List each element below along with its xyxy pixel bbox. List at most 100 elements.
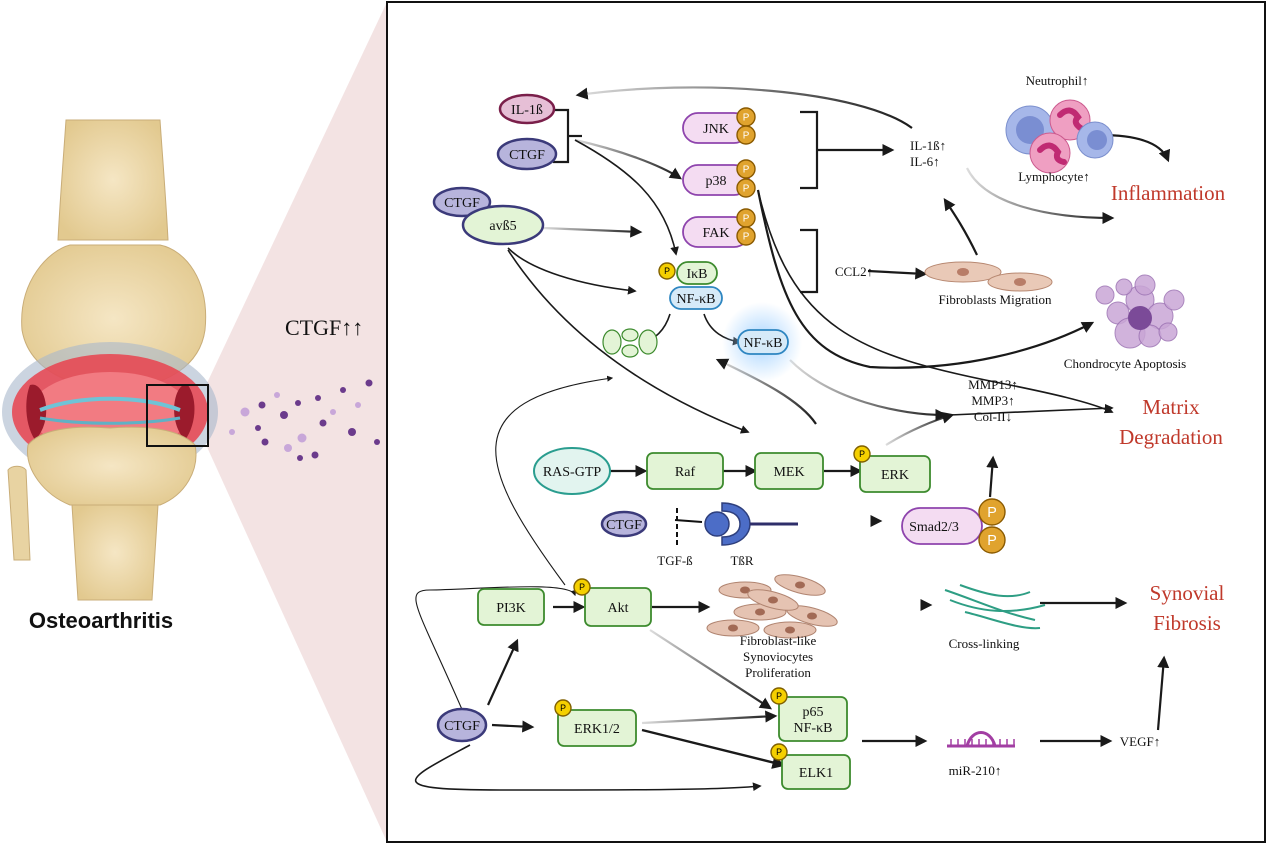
- ctgf-bottom-node-label: CTGF: [444, 719, 480, 734]
- phosphorylation-badge: P: [554, 699, 572, 717]
- mek-node-label: MEK: [773, 465, 804, 480]
- ctgf-loop-arrow: [415, 586, 577, 729]
- mmp3-label: MMP3↑: [971, 393, 1014, 408]
- ctgf-particles: [229, 379, 380, 461]
- ctgf-particle: [284, 444, 292, 452]
- pathway-arrow: [574, 139, 679, 256]
- outcome-synovial-fibrosis: Fibrosis: [1153, 611, 1221, 635]
- outcome-inflammation: Inflammation: [1111, 181, 1226, 205]
- ctgf-particle: [229, 429, 235, 435]
- degraded-ikb-fragment: [621, 328, 639, 342]
- bracket: [800, 228, 819, 294]
- ctgf-particle: [319, 419, 327, 427]
- phospho-label: P: [664, 266, 670, 276]
- ctgf-particle: [348, 428, 356, 436]
- phospho-label: P: [859, 449, 865, 459]
- degraded-ikb-fragment: [602, 329, 622, 355]
- phosphorylation-badge: P: [978, 526, 1006, 554]
- akt-node: Akt: [584, 587, 652, 627]
- phospho-label: P: [579, 582, 585, 592]
- nfkb-complex-node-label: NF-κB: [677, 292, 716, 307]
- fibroblast-migration-label: Fibroblasts Migration: [938, 292, 1052, 307]
- fls-label: Synoviocytes: [743, 649, 813, 664]
- cytokines-label: IL-6↑: [910, 154, 940, 169]
- fak-node-label: FAK: [703, 226, 730, 241]
- collagen-fiber: [959, 584, 1031, 598]
- phospho-label: P: [743, 183, 750, 194]
- pathway-arrow: [649, 629, 773, 710]
- phosphorylation-badge: P: [736, 107, 756, 127]
- ikb-node: IκB: [676, 261, 718, 285]
- feedback-arrow: [575, 86, 913, 129]
- ctgf-particle: [365, 379, 373, 387]
- erk-node: ERK: [859, 455, 931, 493]
- collagen-fiber: [944, 589, 1036, 621]
- ctgf-particle: [258, 401, 266, 409]
- elk1-node-label: ELK1: [799, 766, 833, 781]
- pi3k-node-label: PI3K: [496, 601, 526, 616]
- outcome-matrix-degradation: Matrix: [1142, 395, 1200, 419]
- lymphocyte-label: Lymphocyte↑: [1018, 169, 1090, 184]
- avb5-integrin-node: avß5: [461, 204, 545, 246]
- phospho-label: P: [776, 747, 782, 757]
- akt-node-label: Akt: [608, 601, 629, 616]
- phosphorylation-badge: P: [736, 178, 756, 198]
- pathway-arrow: [757, 189, 1114, 414]
- ctgf-particle: [330, 409, 336, 415]
- ctgf-particle: [240, 407, 250, 417]
- pathway-arrow: [949, 403, 1114, 416]
- mir210-label: miR-210↑: [949, 763, 1002, 778]
- ctgf-tgf-node: CTGF: [600, 510, 648, 538]
- cytokines-label: IL-1ß↑: [910, 138, 946, 153]
- phospho-label: P: [743, 112, 750, 123]
- p38-node-label: p38: [706, 174, 727, 189]
- p65-nfkb-node-label: NF-κB: [794, 721, 833, 736]
- phosphorylation-badge: P: [770, 687, 788, 705]
- apoptotic-body: [1163, 289, 1185, 311]
- apoptotic-body: [1115, 278, 1133, 296]
- pathway-arrow: [491, 720, 535, 733]
- nfkb-free-node-label: NF-κB: [744, 336, 783, 351]
- ctgf-particle: [374, 439, 380, 445]
- raf-node: Raf: [646, 452, 724, 490]
- ctgf-particle: [255, 425, 261, 431]
- ikb-node-label: IκB: [686, 267, 707, 282]
- phospho-label: P: [776, 691, 782, 701]
- phospho-label: P: [743, 164, 750, 175]
- phospho-label: P: [743, 213, 750, 224]
- chondrocyte-apoptosis-label: Chondrocyte Apoptosis: [1064, 356, 1186, 371]
- pathway-nodes: IL-1ßCTGFCTGFavß5JNKPPp38PPFAKPPIκBPNF-κ…: [432, 93, 1006, 790]
- pathway-arrows: [415, 86, 1171, 792]
- ctgf-particle: [355, 402, 361, 408]
- pathway-arrow: [943, 197, 978, 256]
- smad23-node-label: Smad2/3: [909, 520, 959, 535]
- il1b-node-label: IL-1ß: [511, 103, 543, 118]
- pathway-arrow: [986, 455, 999, 498]
- ctgf-particle: [280, 411, 288, 419]
- tgfb-receptor: [674, 502, 798, 548]
- phosphorylation-badge: P: [573, 578, 591, 596]
- avb5-integrin-node-label: avß5: [489, 219, 516, 234]
- collagen-fiber: [949, 599, 1046, 613]
- pi3k-node: PI3K: [477, 588, 545, 626]
- raf-node-label: Raf: [675, 465, 696, 480]
- pathway-arrow: [542, 225, 643, 238]
- zoom-wedge: [207, 2, 387, 842]
- erk12-node: ERK1/2: [557, 709, 637, 747]
- jnk-node-label: JNK: [703, 122, 729, 137]
- elk1-node: ELK1: [781, 754, 851, 790]
- outcome-matrix-degradation: Degradation: [1119, 425, 1223, 449]
- nfkb-complex-node: NF-κB: [669, 286, 723, 310]
- ras-gtp-node: RAS-GTP: [533, 447, 611, 495]
- pathway-arrow: [885, 411, 955, 446]
- pi3k-feedback-arrow: [495, 375, 614, 586]
- phospho-label: P: [987, 505, 997, 521]
- osteoarthritis-caption: Osteoarthritis: [29, 608, 173, 633]
- phospho-label: P: [743, 231, 750, 242]
- pathway-arrow: [486, 638, 519, 706]
- pathway-arrow: [507, 247, 637, 295]
- pathway-arrow: [641, 728, 786, 769]
- outcome-synovial-fibrosis: Synovial: [1150, 581, 1225, 605]
